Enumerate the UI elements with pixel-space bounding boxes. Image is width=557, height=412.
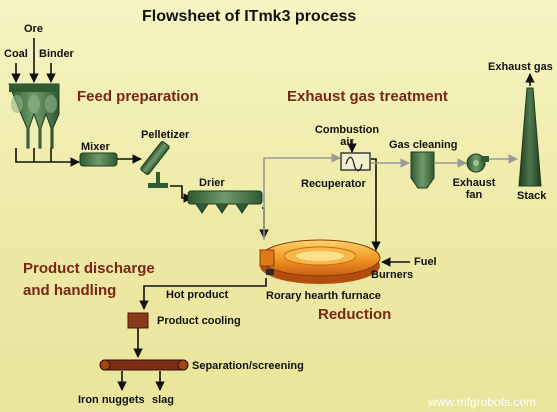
gas-cleaning-unit [410, 151, 435, 189]
hopper-to-mixer-line [15, 148, 80, 167]
label-furnace: Rorary hearth furnace [266, 290, 381, 302]
section-product-discharge: Product discharge and handling [23, 260, 155, 299]
label-exhaust-gas: Exhaust gas [488, 61, 553, 73]
recuperator-unit [340, 152, 371, 172]
label-ore: Ore [24, 23, 43, 35]
label-hot-product: Hot product [166, 289, 229, 301]
recuperator-to-burners-line [371, 158, 381, 251]
watermark: www.mfgrobots.com [428, 395, 537, 409]
feed-hoppers [8, 83, 60, 149]
furnace-to-cooling-line [139, 278, 267, 310]
furnace-gas-line [263, 153, 341, 240]
label-combustion-air: Combustion air [314, 124, 380, 148]
pelletizer-to-drier-line [170, 185, 193, 203]
label-stack: Stack [517, 190, 547, 202]
label-binder: Binder [39, 48, 74, 60]
label-gas-cleaning: Gas cleaning [389, 139, 458, 151]
product-cooling-unit [127, 312, 149, 329]
label-pelletizer: Pelletizer [141, 129, 190, 141]
exhaust-fan-unit [466, 153, 489, 173]
label-mixer: Mixer [81, 141, 110, 153]
section-feed-preparation: Feed preparation [77, 88, 199, 105]
diagram-title: Flowsheet of ITmk3 process [142, 8, 357, 25]
label-recuperator: Recuperator [301, 178, 366, 190]
label-slag: slag [152, 394, 175, 406]
screening-unit [99, 359, 189, 371]
stack-unit [518, 87, 542, 187]
label-separation-screening: Separation/screening [192, 360, 304, 372]
drier-unit [187, 190, 263, 214]
rotary-hearth-furnace [259, 239, 381, 284]
label-burners: Burners [371, 269, 414, 281]
label-fuel: Fuel [414, 256, 437, 268]
section-reduction: Reduction [318, 306, 392, 323]
label-product-cooling: Product cooling [157, 315, 241, 327]
pelletizer-unit [140, 141, 170, 188]
label-coal: Coal [4, 48, 28, 60]
section-exhaust-gas-treatment: Exhaust gas treatment [287, 88, 448, 105]
label-drier: Drier [199, 177, 225, 189]
mixer-unit [79, 152, 118, 167]
label-exhaust-fan: Exhaust fan [452, 177, 496, 201]
label-iron-nuggets: Iron nuggets [78, 394, 145, 406]
